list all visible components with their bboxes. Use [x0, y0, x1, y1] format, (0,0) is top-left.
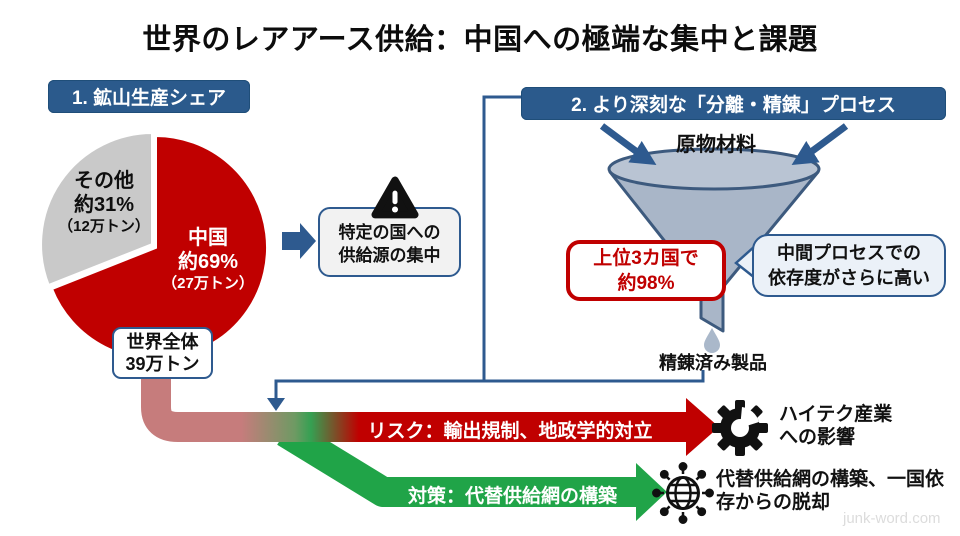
other-volume: （12万トン）: [58, 218, 150, 235]
concentration-line1: 特定の国への: [338, 223, 441, 242]
other-percent: 約31%: [73, 194, 135, 216]
funnel-output-label: 精錬済み製品: [659, 353, 767, 373]
risk-impact-line1: ハイテク産業: [779, 404, 893, 425]
down-arrow-icon: [267, 398, 285, 411]
world-total-line2: 39万トン: [125, 354, 200, 374]
china-volume: （27万トン）: [162, 275, 254, 292]
measure-impact-line2: 存からの脱却: [716, 492, 831, 513]
connector-lines: [274, 95, 705, 399]
top3-box: 上位3カ国で 約98%: [566, 240, 726, 301]
funnel-input-label: 原物材料: [676, 134, 756, 156]
bubble-line1: 中間プロセスでの: [777, 242, 921, 263]
gear-icon: [712, 400, 768, 456]
right-arrow-icon: [282, 223, 316, 259]
bubble-line2: 依存度がさらに高い: [768, 267, 930, 288]
top3-line1: 上位3カ国で: [593, 247, 699, 269]
page-title: 世界のレアアース供給：中国への極端な集中と課題: [142, 24, 818, 56]
globe-network-icon: [652, 462, 714, 524]
risk-impact-label: ハイテク産業 への影響: [779, 403, 949, 449]
other-name: その他: [74, 170, 134, 192]
midprocess-bubble: 中間プロセスでの 依存度がさらに高い: [752, 234, 946, 297]
china-percent: 約69%: [177, 251, 239, 273]
risk-arrow-label: リスク：輸出規制、地政学的対立: [367, 421, 653, 442]
concentration-line2: 供給源の集中: [338, 246, 441, 265]
pie-label-other: その他 約31% （12万トン）: [40, 169, 168, 236]
curved-arrow-left-icon: [599, 123, 657, 166]
section1-header: 1. 鉱山生産シェア: [48, 80, 250, 113]
world-total-line1: 世界全体: [126, 332, 199, 352]
warning-icon: [371, 176, 419, 219]
pie-slice-other: [39, 130, 154, 288]
measure-impact-line1: 代替供給網の構築、一国依: [716, 469, 945, 490]
measure-arrow: [277, 419, 667, 521]
concentration-box: 特定の国への 供給源の集中: [318, 207, 461, 277]
pie-label-china: 中国 約69% （27万トン）: [152, 226, 264, 293]
world-total-box: 世界全体 39万トン: [112, 327, 213, 379]
curved-arrow-right-icon: [791, 123, 849, 166]
section2-header: 2. より深刻な「分離・精錬」プロセス: [521, 87, 946, 120]
risk-impact-line2: への影響: [779, 427, 856, 448]
measure-impact-label: 代替供給網の構築、一国依 存からの脱却: [716, 468, 960, 514]
china-name: 中国: [188, 227, 228, 249]
watermark: junk-word.com: [843, 510, 941, 527]
top3-line2: 約98%: [617, 272, 675, 294]
droplet-icon: [704, 328, 720, 353]
pie-slice-china: [49, 133, 270, 361]
measure-arrow-label: 対策：代替供給網の構築: [407, 486, 617, 507]
risk-arrow: [141, 346, 719, 456]
pie-chart: [39, 130, 270, 361]
